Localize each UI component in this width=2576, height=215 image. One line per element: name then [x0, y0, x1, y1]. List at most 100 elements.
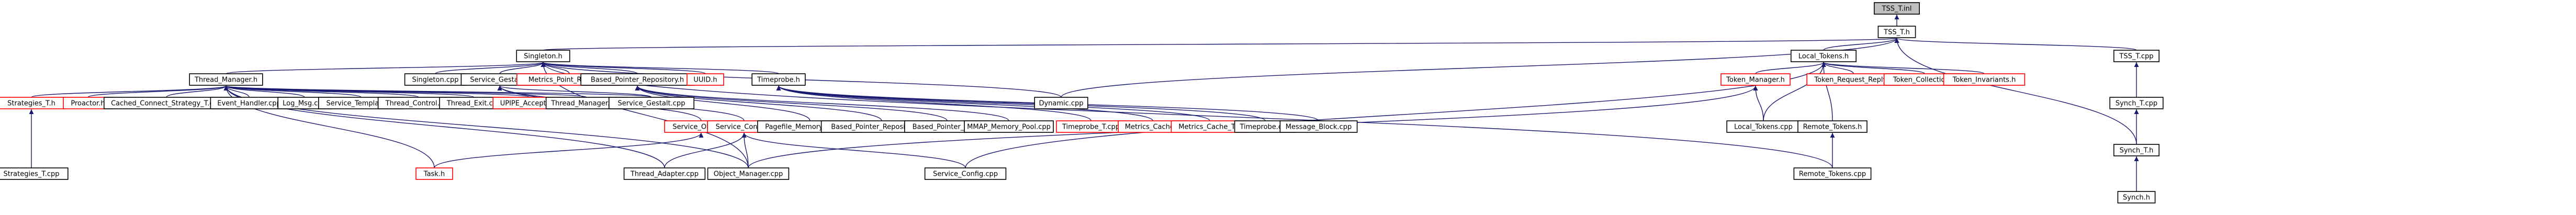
node-strategies-t-cpp[interactable]: Strategies_T.cpp — [0, 167, 69, 180]
node-tss-t-h[interactable]: TSS_T.h — [1877, 26, 1916, 38]
node-label: Token_Manager.h — [1726, 76, 1785, 84]
node-token-manager-h[interactable]: Token_Manager.h — [1720, 73, 1791, 86]
node-box — [1877, 26, 1916, 38]
node-thread-manager-h[interactable]: Thread_Manager.h — [189, 73, 263, 86]
node-box — [1874, 2, 1920, 15]
node-strategies-t-h[interactable]: Strategies_T.h — [0, 97, 65, 109]
node-box — [609, 97, 695, 109]
node-tss-t-cpp[interactable]: TSS_T.cpp — [2113, 50, 2160, 62]
node-cached-connect-strategy-t-cpp[interactable]: Cached_Connect_Strategy_T.cpp — [104, 97, 229, 109]
edge — [497, 85, 652, 98]
node-based-pointer-repository-h[interactable]: Based_Pointer_Repository.h — [580, 73, 694, 86]
node-label: UUID.h — [693, 76, 717, 84]
node-label: Local_Tokens.h — [1798, 53, 1849, 61]
node-thread-control-cpp[interactable]: Thread_Control.cpp — [377, 97, 460, 109]
node-proactor-h[interactable]: Proactor.h — [63, 97, 113, 109]
edge-remote-tokens-h-to-local-tokens-h — [1821, 62, 1833, 121]
node-task-h[interactable]: Task.h — [415, 167, 453, 180]
node-box — [1791, 50, 1857, 62]
node-label: UPIPE_Acceptor.h — [500, 100, 559, 108]
node-synch-t-h[interactable]: Synch_T.h — [2113, 144, 2160, 156]
node-local-tokens-h[interactable]: Local_Tokens.h — [1791, 50, 1857, 62]
node-service-gestalt-cpp[interactable]: Service_Gestalt.cpp — [609, 97, 695, 109]
edge-strategies-t-h-to-thread-manager-h — [31, 85, 229, 98]
edge — [541, 62, 706, 74]
node-label: Metrics_Cache_T.h — [1178, 123, 1241, 131]
node-label: TSS_T.h — [1883, 29, 1910, 37]
edge-synch-t-h-to-tss-t-h — [1894, 38, 2137, 145]
node-remote-tokens-cpp[interactable]: Remote_Tokens.cpp — [1793, 167, 1872, 180]
node-label: Object_Manager.cpp — [714, 171, 783, 178]
node-singleton-cpp[interactable]: Singleton.cpp — [404, 73, 467, 86]
node-dynamic-cpp[interactable]: Dynamic.cpp — [1034, 97, 1088, 109]
node-label: Token_Request_Reply.h — [1814, 76, 1892, 84]
edge-timeprobe-h-to-singleton-h — [541, 62, 779, 74]
node-thread-manager-cpp[interactable]: Thread_Manager.cpp — [545, 97, 628, 109]
node-remote-tokens-h[interactable]: Remote_Tokens.h — [1797, 120, 1868, 133]
edge — [1061, 38, 1899, 98]
node-label: Remote_Tokens.cpp — [1799, 171, 1866, 178]
edge — [741, 132, 966, 168]
node-synch-t-cpp[interactable]: Synch_T.cpp — [2109, 97, 2164, 109]
node-label: Singleton.cpp — [412, 76, 458, 84]
node-label: TSS_T.cpp — [2119, 53, 2153, 61]
node-label: Singleton.h — [524, 53, 563, 61]
node-box — [2117, 191, 2156, 203]
node-label: Thread_Exit.cpp — [446, 100, 501, 108]
node-uuid-h[interactable]: UUID.h — [687, 73, 724, 86]
node-label: Synch.h — [2123, 194, 2150, 202]
node-box — [516, 50, 570, 62]
node-token-invariants-h[interactable]: Token_Invariants.h — [1943, 73, 2026, 86]
node-mmap-memory-pool-cpp[interactable]: MMAP_Memory_Pool.cpp — [964, 120, 1054, 133]
node-object-manager-cpp[interactable]: Object_Manager.cpp — [707, 167, 790, 180]
node-timeprobe-h[interactable]: Timeprobe.h — [751, 73, 806, 86]
node-event-handler-cpp[interactable]: Event_Handler.cpp — [210, 97, 288, 109]
node-singleton-h[interactable]: Singleton.h — [516, 50, 570, 62]
node-label: Service_Config.cpp — [933, 171, 998, 178]
node-box — [924, 167, 1007, 180]
node-synch-h[interactable]: Synch.h — [2117, 191, 2156, 203]
node-log-msg-cpp[interactable]: Log_Msg.cpp — [277, 97, 332, 109]
node-label: Token_Collection.h — [1893, 76, 1956, 84]
node-label: TSS_T.inl — [1882, 5, 1912, 13]
edge-metrics-cache-t-h-to-timeprobe-h — [776, 85, 1210, 121]
edge — [435, 62, 546, 74]
node-box — [623, 167, 706, 180]
node-label: Metrics_Cache.h — [1125, 123, 1181, 131]
node-metrics-cache-h[interactable]: Metrics_Cache.h — [1118, 120, 1188, 133]
node-label: Message_Block.cpp — [1286, 123, 1352, 131]
edge-proactor-h-to-thread-manager-h — [87, 85, 229, 98]
edge-mmap-memory-pool-cpp-to-based-pointer-repository-h — [635, 85, 1009, 121]
node-tss-t-inl[interactable]: TSS_T.inl — [1874, 2, 1920, 15]
node-thread-adapter-cpp[interactable]: Thread_Adapter.cpp — [623, 167, 706, 180]
node-box — [0, 167, 69, 180]
node-message-block-cpp[interactable]: Message_Block.cpp — [1279, 120, 1358, 133]
node-label: Synch_T.cpp — [2116, 100, 2157, 108]
node-local-tokens-cpp[interactable]: Local_Tokens.cpp — [1726, 120, 1801, 133]
edge-token-collection-h-to-local-tokens-h — [1821, 62, 1925, 74]
edge-layer — [29, 15, 2139, 191]
node-label: Thread_Manager.h — [194, 76, 257, 84]
edge — [434, 132, 704, 168]
edge — [223, 85, 305, 98]
node-box — [1797, 120, 1868, 133]
node-box — [1034, 97, 1088, 109]
node-label: Proactor.h — [71, 100, 105, 108]
node-token-request-reply-h[interactable]: Token_Request_Reply.h — [1806, 73, 1900, 86]
node-label: Timeprobe.cpp — [1239, 123, 1290, 131]
edge — [1821, 62, 1925, 74]
node-label: Service_Gestalt.h — [470, 76, 530, 84]
edge — [499, 62, 546, 74]
edge — [1894, 38, 2137, 51]
node-timeprobe-t-cpp[interactable]: Timeprobe_T.cpp — [1056, 120, 1126, 133]
edge-task-h-to-service-object-h — [434, 132, 704, 168]
edge — [224, 85, 652, 98]
edge — [1821, 62, 1833, 121]
edge — [541, 62, 779, 74]
node-thread-exit-cpp[interactable]: Thread_Exit.cpp — [439, 97, 509, 109]
edge-token-invariants-h-to-local-tokens-h — [1821, 62, 1985, 74]
edge-based-pointer-repository-cpp-to-based-pointer-repository-h — [635, 85, 882, 121]
node-metrics-cache-t-h[interactable]: Metrics_Cache_T.h — [1171, 120, 1249, 133]
node-box — [964, 120, 1054, 133]
node-service-config-cpp[interactable]: Service_Config.cpp — [924, 167, 1007, 180]
